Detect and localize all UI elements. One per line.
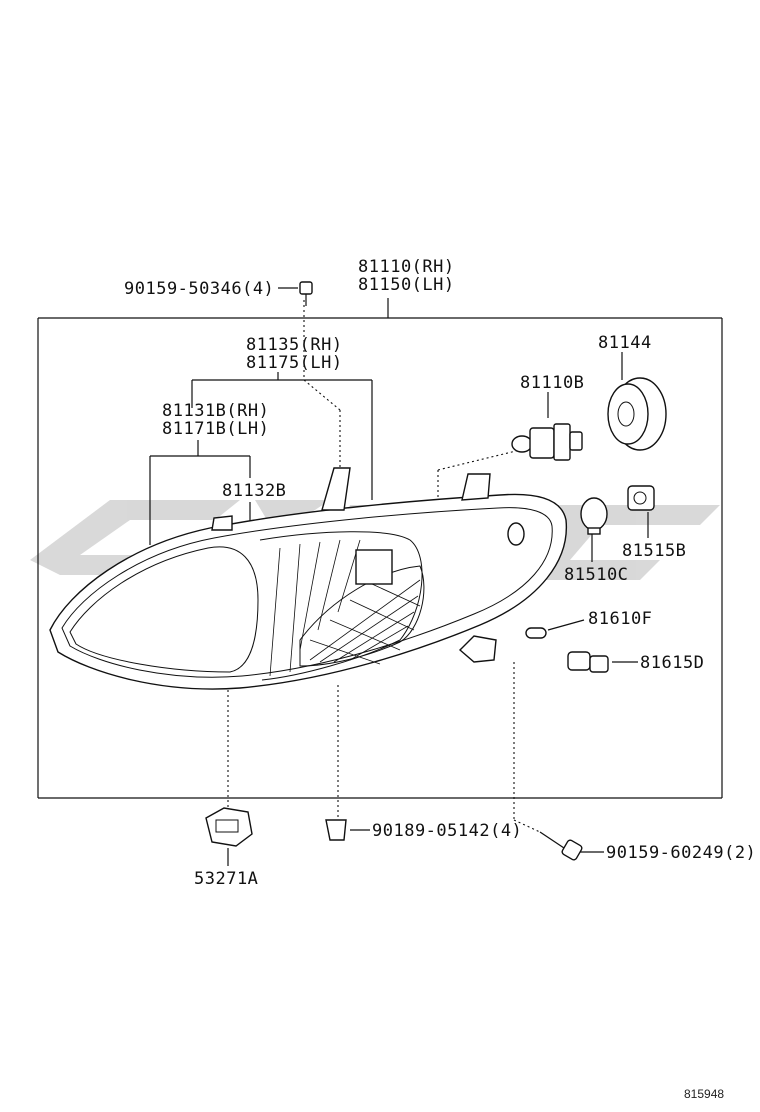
dust-cover-icon	[607, 377, 667, 451]
label-lens-lh: 81171B(LH)	[162, 419, 269, 439]
label-cover: 81144	[598, 333, 652, 353]
label-housing-rh: 81135(RH)	[246, 335, 343, 355]
label-socket-d: 81615D	[640, 653, 704, 673]
bracket-icon	[205, 807, 253, 847]
label-screw-top: 90159-50346(4)	[124, 279, 274, 299]
marker-window	[355, 549, 393, 585]
headlamp-assembly	[49, 467, 568, 690]
adjuster-hole	[507, 522, 525, 546]
label-bulb-c: 81510C	[564, 565, 628, 585]
label-housing-lh: 81175(LH)	[246, 353, 343, 373]
mounting-tab-bottom	[458, 635, 497, 663]
mounting-tab-top	[321, 467, 351, 511]
mounting-tab-right	[461, 473, 491, 501]
label-bulb-main: 81110B	[520, 373, 584, 393]
screw-bottom-icon	[539, 831, 583, 861]
clip-icon	[325, 819, 347, 841]
label-bulb-f: 81610F	[588, 609, 652, 629]
label-socket-b: 81515B	[622, 541, 686, 561]
wedge-bulb-icon	[580, 497, 608, 535]
assembly-frame	[37, 298, 723, 799]
label-screw-bottom: 90159-60249(2)	[606, 843, 756, 863]
label-lens-rh: 81131B(RH)	[162, 401, 269, 421]
screw-top-icon	[299, 281, 313, 306]
leader-lines	[149, 287, 649, 866]
bulb-socket-icon	[627, 485, 655, 511]
label-gasket: 81132B	[222, 481, 286, 501]
small-socket-icon	[567, 651, 609, 673]
figure-reference: 815948	[684, 1087, 724, 1101]
headlamp-bulb-icon	[511, 423, 583, 461]
mounting-tab-left	[211, 515, 233, 531]
small-bulb-icon	[525, 627, 547, 639]
label-clip: 90189-05142(4)	[372, 821, 522, 841]
label-assy-lh: 81150(LH)	[358, 275, 455, 295]
label-assy-rh: 81110(RH)	[358, 257, 455, 277]
label-bracket: 53271A	[194, 869, 258, 889]
